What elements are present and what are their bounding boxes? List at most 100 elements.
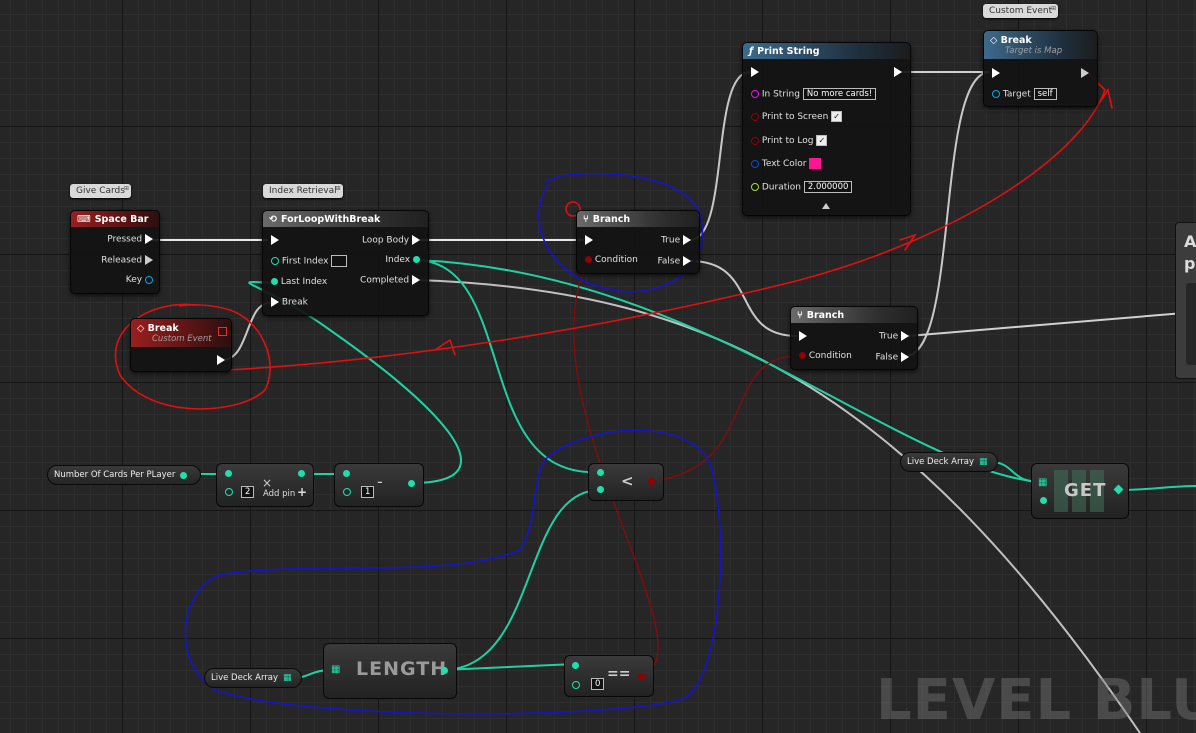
array-pin-icon[interactable]: ▦ <box>331 664 341 675</box>
subtract-node[interactable]: 1 - <box>334 463 424 507</box>
length-node[interactable]: ▦ LENGTH <box>323 643 457 699</box>
int-pin-icon[interactable] <box>441 667 448 674</box>
string-pin-icon <box>751 90 759 98</box>
exec-in-pin[interactable] <box>992 68 1000 79</box>
less-than-node[interactable]: < <box>588 463 664 501</box>
false-pin[interactable]: False <box>658 256 691 267</box>
completed-pin[interactable]: Completed <box>360 275 420 286</box>
delegate-pin-icon[interactable] <box>218 327 227 336</box>
node-header: ƒ Print String <box>743 43 910 59</box>
cards-per-player-variable[interactable]: Number Of Cards Per PLayer <box>47 465 201 485</box>
exec-in-pin[interactable] <box>585 235 593 246</box>
bool-pin-icon[interactable] <box>638 673 645 680</box>
equals-value-input[interactable]: 0 <box>591 678 605 690</box>
true-pin[interactable]: True <box>879 331 909 342</box>
array-pin-icon[interactable]: ▦ <box>1038 477 1048 488</box>
print-to-screen-pin[interactable]: Print to Screen ✓ <box>751 111 843 122</box>
for-loop-with-break-node[interactable]: ⟲ ForLoopWithBreak First Index Last Inde… <box>262 210 429 316</box>
get-node[interactable]: ▦ GET <box>1031 463 1129 519</box>
last-index-pin[interactable]: Last Index <box>271 277 327 287</box>
node-title: Space Bar <box>94 213 149 225</box>
space-bar-node[interactable]: ⌨ Space Bar Pressed Released Key <box>70 210 160 294</box>
node-header: ◇ Break Custom Event <box>131 319 231 347</box>
condition-pin[interactable]: Condition <box>585 255 638 265</box>
float-pin-icon <box>751 183 759 191</box>
false-pin[interactable]: False <box>876 352 909 363</box>
int-pin-icon[interactable] <box>1040 497 1047 504</box>
print-to-log-pin[interactable]: Print to Log ✓ <box>751 135 828 146</box>
pressed-pin[interactable]: Pressed <box>107 234 153 245</box>
exec-out-pin[interactable] <box>894 67 902 78</box>
int-wire <box>413 259 601 474</box>
int-pin-icon[interactable] <box>343 488 351 496</box>
loop-body-pin[interactable]: Loop Body <box>362 235 420 246</box>
print-string-node[interactable]: ƒ Print String In String No more cards! … <box>742 42 911 216</box>
duration-input[interactable]: 2.000000 <box>803 181 853 193</box>
text-color-swatch[interactable] <box>809 158 822 169</box>
subtract-value-input[interactable]: 1 <box>361 486 375 498</box>
branch-node-2[interactable]: ⑂ Branch Condition True False <box>790 306 918 370</box>
first-index-input[interactable] <box>331 255 348 267</box>
plus-icon[interactable]: + <box>297 485 308 499</box>
pin-label: Key <box>125 275 143 285</box>
exec-in-pin[interactable] <box>271 235 279 246</box>
exec-pin-icon <box>992 68 1000 78</box>
function-icon: ƒ <box>749 45 754 57</box>
exec-in-pin[interactable] <box>751 67 759 78</box>
branch-icon: ⑂ <box>583 213 589 225</box>
int-pin-icon[interactable] <box>572 662 579 669</box>
live-deck-array-variable-2[interactable]: Live Deck Array ▦ <box>204 668 302 688</box>
int-pin-icon[interactable] <box>343 470 350 477</box>
int-pin-icon[interactable] <box>572 681 580 689</box>
condition-pin[interactable]: Condition <box>799 351 852 361</box>
index-pin[interactable]: Index <box>385 255 420 265</box>
int-pin-icon[interactable] <box>225 470 232 477</box>
bool-wire <box>573 260 659 677</box>
multiply-value-input[interactable]: 2 <box>241 486 255 498</box>
break-target-map-node[interactable]: ◇ Break Target is Map Target self <box>983 30 1098 107</box>
bool-pin-icon <box>751 112 759 121</box>
int-pin-icon[interactable] <box>298 470 305 477</box>
add-pin-button[interactable]: Add pin <box>263 489 296 499</box>
pin-label: Print to Screen <box>761 112 829 122</box>
node-header: ⟲ ForLoopWithBreak <box>263 211 428 227</box>
bool-pin-icon <box>585 256 592 263</box>
exec-pin-icon <box>412 275 420 285</box>
in-string-input[interactable]: No more cards! <box>802 88 877 100</box>
duration-pin[interactable]: Duration 2.000000 <box>751 181 853 193</box>
target-input[interactable]: self <box>1033 88 1057 100</box>
int-wire <box>248 280 462 484</box>
target-pin[interactable]: Target self <box>992 88 1057 100</box>
branch-node-1[interactable]: ⑂ Branch Condition True False <box>576 210 700 274</box>
collapse-arrow-icon[interactable] <box>822 203 830 209</box>
print-to-log-checkbox[interactable]: ✓ <box>816 135 828 146</box>
text-color-pin[interactable]: Text Color <box>751 158 822 169</box>
bool-pin-icon[interactable] <box>648 478 655 485</box>
exec-pin-icon <box>901 352 909 362</box>
first-index-pin[interactable]: First Index <box>271 255 348 267</box>
exec-in-pin[interactable] <box>799 331 807 342</box>
break-custom-event-node[interactable]: ◇ Break Custom Event <box>130 318 232 372</box>
in-string-pin[interactable]: In String No more cards! <box>751 88 877 100</box>
key-pin[interactable]: Key <box>126 275 153 285</box>
true-pin[interactable]: True <box>661 235 691 246</box>
int-pin-icon[interactable] <box>225 488 233 496</box>
equals-node[interactable]: 0 == <box>564 655 654 697</box>
int-pin-icon[interactable] <box>408 480 415 487</box>
exec-pin-icon <box>751 67 759 77</box>
output-pin-icon[interactable] <box>1113 484 1124 495</box>
exec-pin-icon <box>217 355 225 365</box>
print-to-screen-checkbox[interactable]: ✓ <box>831 111 843 122</box>
int-pin-icon[interactable] <box>597 486 604 493</box>
pin-label: False <box>657 256 681 267</box>
int-pin-icon[interactable] <box>597 469 604 476</box>
exec-out-pin[interactable] <box>217 355 225 366</box>
pin-label: Completed <box>360 275 410 286</box>
multiply-node[interactable]: × 2 Add pin + <box>216 463 314 507</box>
break-pin[interactable]: Break <box>271 297 308 308</box>
released-pin[interactable]: Released <box>101 255 153 266</box>
variable-label: Live Deck Array <box>211 673 279 683</box>
live-deck-array-variable-1[interactable]: Live Deck Array ▦ <box>900 452 998 472</box>
exec-out-pin[interactable] <box>1081 68 1089 79</box>
